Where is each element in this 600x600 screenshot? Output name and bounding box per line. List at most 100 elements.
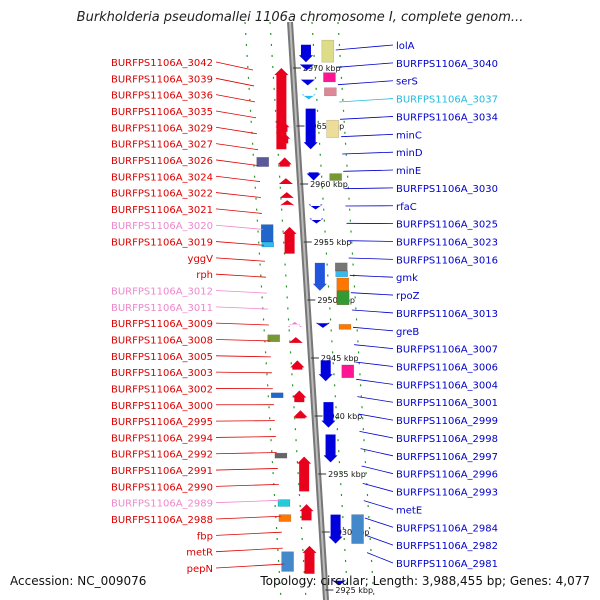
left-gene-label[interactable]: BURFPS1106A_2989 — [111, 499, 213, 510]
left-leader-line — [215, 110, 257, 119]
kbp-label: 2940 kbp — [325, 412, 363, 421]
right-gene-label[interactable]: minC — [396, 130, 422, 141]
right-gene-label[interactable]: BURFPS1106A_2982 — [396, 541, 498, 552]
gene-block — [341, 364, 355, 378]
left-gene-label[interactable]: BURFPS1106A_3021 — [111, 205, 213, 216]
right-gene-label[interactable]: lolA — [396, 41, 415, 52]
gene-block — [326, 119, 339, 138]
left-gene-label[interactable]: BURFPS1106A_3039 — [111, 74, 213, 85]
gene-block — [338, 324, 352, 330]
left-gene-label[interactable]: BURFPS1106A_3009 — [111, 319, 213, 330]
right-gene-label[interactable]: BURFPS1106A_3025 — [396, 220, 498, 231]
left-gene-label[interactable]: BURFPS1106A_3022 — [111, 189, 213, 200]
right-gene-label[interactable]: metE — [396, 505, 422, 516]
right-gene-label[interactable]: gmk — [396, 273, 418, 284]
right-leader-line — [349, 274, 394, 278]
right-gene-label[interactable]: BURFPS1106A_2993 — [396, 488, 498, 499]
gene-arrow-reverse — [298, 44, 313, 63]
right-gene-label[interactable]: BURFPS1106A_2981 — [396, 559, 498, 570]
gene-block — [324, 87, 337, 97]
gene-arrow-reverse — [315, 322, 330, 328]
topology-info: Topology: circular; Length: 3,988,455 bp… — [260, 574, 590, 588]
right-gene-label[interactable]: BURFPS1106A_3006 — [396, 363, 498, 374]
left-gene-label[interactable]: BURFPS1106A_3002 — [111, 384, 213, 395]
right-gene-label[interactable]: rpoZ — [396, 291, 420, 302]
right-gene-label[interactable]: BURFPS1106A_3040 — [396, 59, 498, 70]
right-gene-label[interactable]: BURFPS1106A_3004 — [396, 380, 498, 391]
guide-dots-l — [269, 21, 307, 600]
left-gene-label[interactable]: metR — [186, 548, 213, 559]
left-gene-label[interactable]: BURFPS1106A_3005 — [111, 352, 213, 363]
left-leader-line — [215, 126, 258, 135]
left-gene-label[interactable]: BURFPS1106A_3019 — [111, 238, 213, 249]
right-gene-label[interactable]: BURFPS1106A_3030 — [396, 184, 498, 195]
left-gene-label[interactable]: BURFPS1106A_2995 — [111, 417, 213, 428]
gene-block — [323, 72, 336, 83]
gene-arrow-forward — [275, 120, 290, 132]
right-gene-label[interactable]: BURFPS1106A_3007 — [396, 345, 498, 356]
right-gene-label[interactable]: BURFPS1106A_3037 — [396, 95, 498, 106]
left-gene-label[interactable]: rph — [196, 270, 213, 281]
left-gene-label[interactable]: BURFPS1106A_3024 — [111, 172, 213, 183]
genome-title: Burkholderia pseudomallei 1106a chromoso… — [76, 10, 524, 25]
left-gene-label[interactable]: BURFPS1106A_2992 — [111, 450, 213, 461]
right-gene-label[interactable]: rfaC — [396, 202, 417, 213]
left-gene-label[interactable]: BURFPS1106A_2988 — [111, 515, 213, 526]
left-gene-label[interactable]: BURFPS1106A_3027 — [111, 140, 213, 151]
right-gene-label[interactable]: BURFPS1106A_3034 — [396, 112, 498, 123]
right-gene-labels: lolA BURFPS1106A_3040 serS BURFPS1106A_3037… — [335, 41, 498, 570]
left-gene-label[interactable]: BURFPS1106A_2990 — [111, 482, 213, 493]
left-leader-line — [215, 257, 265, 262]
left-gene-label[interactable]: BURFPS1106A_3029 — [111, 123, 213, 134]
left-gene-label[interactable]: BURFPS1106A_3003 — [111, 368, 213, 379]
right-gene-label[interactable]: BURFPS1106A_2984 — [396, 523, 498, 534]
gene-arrow-forward — [279, 192, 294, 198]
right-gene-label[interactable]: BURFPS1106A_2999 — [396, 416, 498, 427]
left-leader-line — [215, 322, 269, 326]
right-leader-line — [361, 465, 394, 475]
right-leader-line — [342, 151, 394, 155]
right-gene-label[interactable]: BURFPS1106A_3016 — [396, 255, 498, 266]
left-gene-label[interactable]: BURFPS1106A_3012 — [111, 287, 213, 298]
kbp-label: 2950 kbp — [317, 296, 355, 305]
right-leader-line — [364, 517, 394, 528]
left-gene-label[interactable]: BURFPS1106A_3008 — [111, 335, 213, 346]
left-gene-label[interactable]: BURFPS1106A_3000 — [111, 401, 213, 412]
right-leader-line — [340, 116, 394, 120]
left-gene-label[interactable]: BURFPS1106A_2991 — [111, 466, 213, 477]
left-gene-label[interactable]: BURFPS1106A_2994 — [111, 433, 213, 444]
left-leader-line — [215, 547, 283, 553]
gene-arrow-reverse — [312, 262, 327, 291]
gene-block — [321, 39, 335, 63]
left-gene-label[interactable]: BURFPS1106A_3011 — [111, 303, 213, 314]
left-gene-label[interactable]: BURFPS1106A_3026 — [111, 156, 213, 167]
guide-dots-r — [311, 21, 349, 600]
left-gene-label[interactable]: pepN — [187, 564, 213, 575]
right-gene-label[interactable]: BURFPS1106A_3001 — [396, 398, 498, 409]
right-gene-label[interactable]: BURFPS1106A_2996 — [396, 470, 498, 481]
right-gene-label[interactable]: minD — [396, 148, 423, 159]
right-gene-label[interactable]: BURFPS1106A_2997 — [396, 452, 498, 463]
left-leader-line — [215, 159, 259, 167]
right-gene-label[interactable]: serS — [396, 77, 418, 88]
left-gene-label[interactable]: fbp — [197, 531, 213, 542]
gene-arrow-forward — [287, 322, 302, 328]
right-gene-label[interactable]: greB — [396, 327, 419, 338]
left-gene-label[interactable]: yggV — [188, 254, 214, 265]
left-gene-label[interactable]: BURFPS1106A_3020 — [111, 221, 213, 232]
gene-arrow-forward — [288, 337, 303, 343]
gene-block — [270, 392, 284, 399]
gene-arrow-reverse — [309, 218, 324, 224]
left-gene-label[interactable]: BURFPS1106A_3042 — [111, 58, 213, 69]
right-gene-label[interactable]: BURFPS1106A_2998 — [396, 434, 498, 445]
gene-block — [260, 224, 274, 243]
left-gene-label[interactable]: BURFPS1106A_3036 — [111, 91, 213, 102]
right-gene-label[interactable]: BURFPS1106A_3023 — [396, 237, 498, 248]
right-leader-line — [360, 448, 394, 457]
gene-arrow-forward — [282, 226, 297, 254]
gene-arrow-reverse — [308, 204, 323, 210]
right-gene-label[interactable]: minE — [396, 166, 421, 177]
left-leader-line — [215, 515, 281, 520]
right-gene-label[interactable]: BURFPS1106A_3013 — [396, 309, 498, 320]
left-gene-label[interactable]: BURFPS1106A_3035 — [111, 107, 213, 118]
